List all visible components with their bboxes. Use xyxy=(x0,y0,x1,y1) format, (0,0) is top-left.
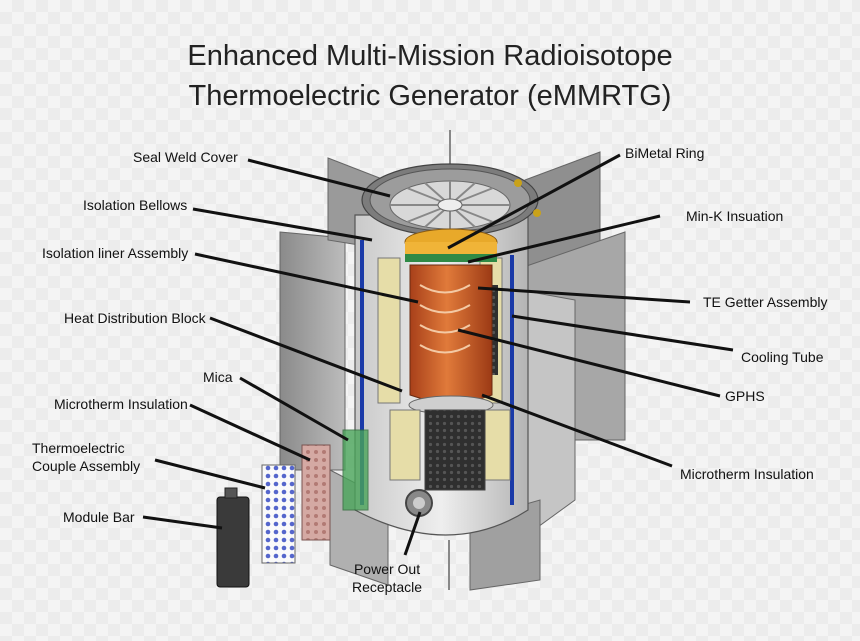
label-mica: Mica xyxy=(203,369,233,385)
seal-weld-cover xyxy=(389,179,541,230)
label-te-getter-assembly: TE Getter Assembly xyxy=(703,294,828,310)
label-thermoelectric-line-2: Couple Assembly xyxy=(32,458,141,474)
title-line-2: Thermoelectric Generator (eMMRTG) xyxy=(188,80,672,112)
label-thermoelectric-couple-assembly: Thermoelectric Couple Assembly xyxy=(32,439,140,475)
label-isolation-bellows: Isolation Bellows xyxy=(83,197,188,213)
diagram-title: Enhanced Multi-Mission Radioisotope Ther… xyxy=(0,36,860,116)
label-bimetal-ring: BiMetal Ring xyxy=(625,145,705,161)
interior-cutaway xyxy=(377,228,511,517)
label-isolation-liner-assembly: Isolation liner Assembly xyxy=(42,245,189,261)
label-microtherm-insulation-right: Microtherm Insulation xyxy=(680,466,814,482)
label-power-out-line-1: Power Out xyxy=(353,561,421,577)
exploded-parts xyxy=(216,429,369,588)
label-module-bar: Module Bar xyxy=(63,509,135,525)
leader-lines xyxy=(142,153,734,556)
label-heat-distribution-block: Heat Distribution Block xyxy=(64,310,206,326)
label-thermoelectric-line-1: Thermoelectric xyxy=(32,440,125,456)
label-seal-weld-cover: Seal Weld Cover xyxy=(133,149,238,165)
label-power-out-receptacle: Power Out Receptacle xyxy=(352,560,422,596)
title-line-1: Enhanced Multi-Mission Radioisotope xyxy=(187,40,673,72)
label-min-k-insulation: Min-K Insuation xyxy=(686,208,784,224)
label-microtherm-insulation-left: Microtherm Insulation xyxy=(54,396,188,412)
label-cooling-tube: Cooling Tube xyxy=(741,349,824,365)
label-power-out-line-2: Receptacle xyxy=(352,579,423,595)
label-gphs: GPHS xyxy=(725,388,765,404)
